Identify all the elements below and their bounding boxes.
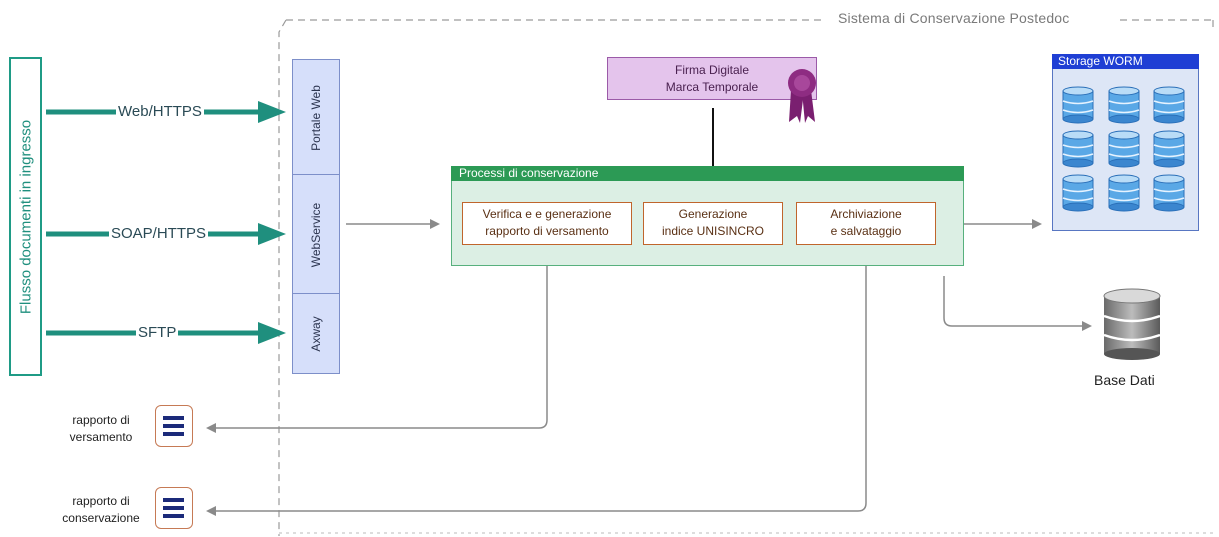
- flow-label-soap-https: SOAP/HTTPS: [109, 225, 209, 243]
- storage-worm-title: Storage WORM: [1052, 54, 1199, 69]
- step-line1: Archiviazione: [830, 207, 902, 221]
- incoming-flow-box: Flusso documenti in ingresso: [9, 57, 42, 376]
- database-cylinder-icon: [1062, 86, 1094, 124]
- document-lines-icon: [155, 405, 193, 447]
- system-boundary: [278, 19, 1214, 536]
- arrow-process-to-database: [943, 276, 1092, 331]
- arrow-to-rapporto-conservazione: [206, 256, 867, 516]
- document-lines-icon: [155, 487, 193, 529]
- incoming-arrows: [46, 109, 262, 336]
- database-cylinder-icon: [1062, 174, 1094, 212]
- report-versamento-label: rapporto di versamento: [54, 412, 148, 446]
- step-line1: Verifica e e generazione: [482, 207, 612, 221]
- database-cylinder-icon: [1108, 86, 1140, 124]
- report-line2: versamento: [69, 430, 133, 444]
- database-cylinder-icon: [1153, 174, 1185, 212]
- report-line1: rapporto di: [72, 494, 130, 508]
- database-cylinder-icon: [1153, 130, 1185, 168]
- channel-label: Axway: [309, 315, 323, 352]
- channel-axway: Axway: [292, 293, 340, 374]
- step-archiviazione: Archiviazione e salvataggio: [796, 202, 936, 245]
- process-panel-title: Processi di conservazione: [451, 166, 964, 181]
- step-line1: Generazione: [678, 207, 748, 221]
- system-title: Sistema di Conservazione Postedoc: [834, 10, 1074, 26]
- report-line2: conservazione: [62, 511, 140, 525]
- channel-label: WebService: [309, 202, 323, 267]
- database-cylinder-icon: [1153, 86, 1185, 124]
- flow-label-sftp: SFTP: [136, 324, 179, 342]
- step-verifica: Verifica e e generazione rapporto di ver…: [462, 202, 632, 245]
- seal-ribbon-icon: [788, 69, 816, 123]
- channel-webservice: WebService: [292, 174, 340, 295]
- arrow-to-rapporto-versamento: [206, 256, 548, 433]
- incoming-flow-label: Flusso documenti in ingresso: [17, 119, 34, 314]
- signature-line1: Firma Digitale: [674, 63, 749, 77]
- database-cylinder-icon: [1062, 130, 1094, 168]
- database-cylinder-icon: [1108, 130, 1140, 168]
- signature-box: Firma Digitale Marca Temporale: [607, 57, 817, 100]
- channel-portale-web: Portale Web: [292, 59, 340, 176]
- channel-label: Portale Web: [309, 84, 323, 151]
- step-line2: rapporto di versamento: [485, 224, 609, 238]
- database-label: Base Dati: [1094, 372, 1155, 388]
- signature-line2: Marca Temporale: [665, 80, 759, 94]
- database-icon: [1103, 288, 1161, 360]
- flow-label-web-https: Web/HTTPS: [116, 103, 204, 121]
- step-line2: e salvataggio: [830, 224, 902, 238]
- report-conservazione-label: rapporto di conservazione: [52, 493, 150, 527]
- step-line2: indice UNISINCRO: [661, 224, 765, 238]
- step-generazione: Generazione indice UNISINCRO: [643, 202, 783, 245]
- database-cylinder-icon: [1108, 174, 1140, 212]
- report-line1: rapporto di: [72, 413, 130, 427]
